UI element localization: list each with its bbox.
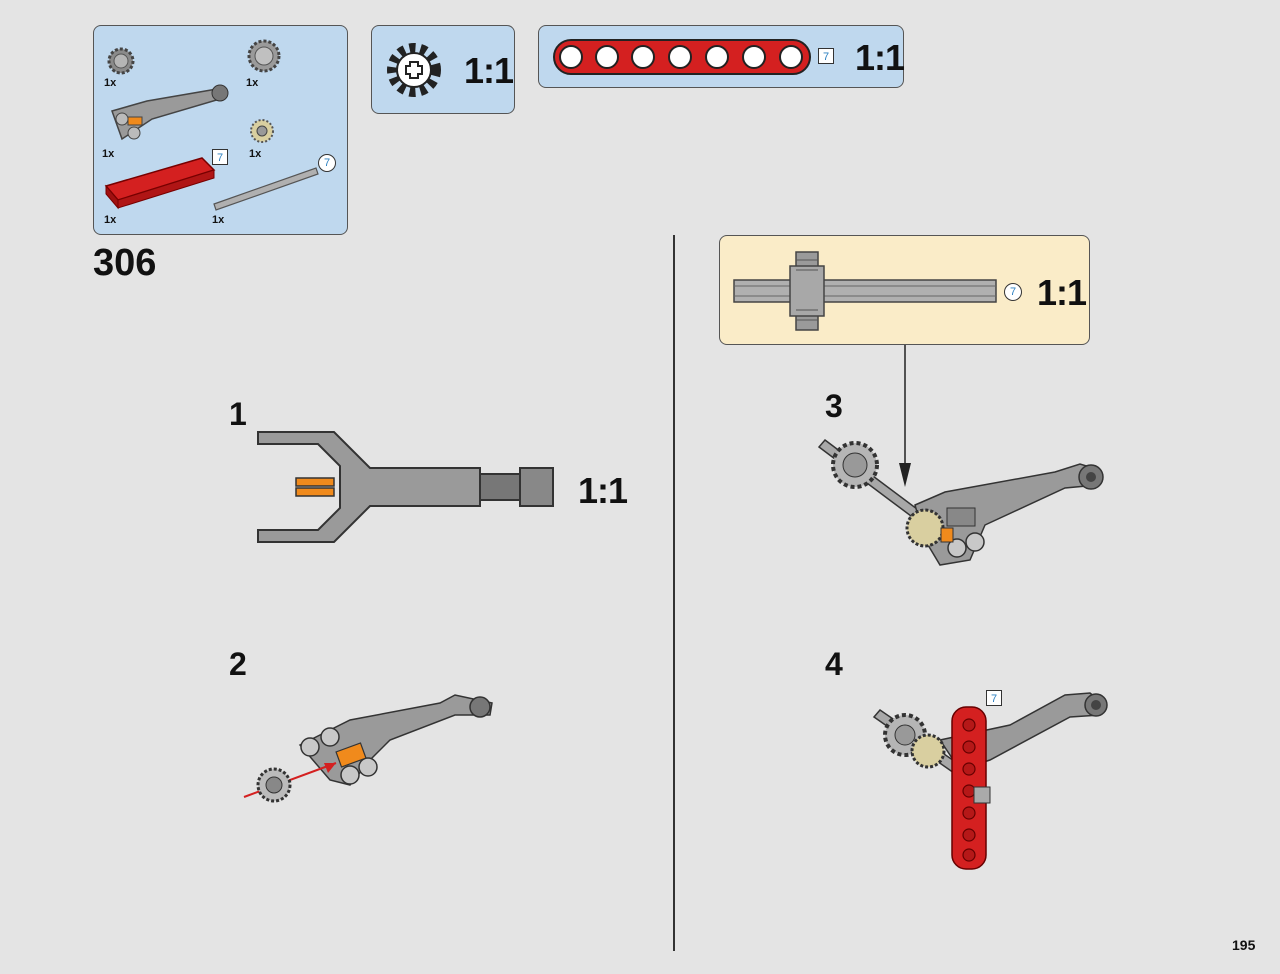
- beam-scale-badge: 7: [818, 48, 834, 64]
- beam-scale-label: 1:1: [855, 37, 905, 78]
- insert-arrow: [899, 345, 911, 487]
- gear-12-tooth-icon: [107, 47, 135, 75]
- step-2-assembly-illustration: [243, 694, 493, 803]
- step-4-beam-badge: 7: [986, 690, 1002, 706]
- step-3-assembly-illustration: [817, 438, 1104, 566]
- step-1-wishbone-illustration: [257, 431, 554, 543]
- step-4-assembly-illustration: [872, 692, 1108, 870]
- axle-scale-label: 1:1: [1037, 272, 1087, 313]
- gear-scale-callout: 1:1: [371, 25, 515, 114]
- page-number: 195: [1232, 937, 1256, 953]
- axle-icon: [213, 167, 319, 211]
- qty-beam: 1x: [104, 214, 117, 226]
- step-3-number: 3: [825, 388, 843, 424]
- qty-gear-16: 1x: [246, 77, 259, 89]
- step-1-scale-label: 1:1: [578, 470, 628, 511]
- step-4-number: 4: [825, 646, 843, 682]
- gear-16-tooth-icon: [247, 39, 281, 73]
- wishbone-arm-icon: [111, 84, 229, 141]
- page-divider: [673, 235, 675, 951]
- red-beam-scale-icon: [553, 39, 811, 75]
- red-beam-icon: [104, 157, 216, 210]
- axle-scale-callout: 7 1:1: [719, 235, 1090, 345]
- bevel-gear-icon: [250, 119, 274, 143]
- step-2-number: 2: [229, 646, 247, 682]
- qty-bevel-gear: 1x: [249, 148, 262, 160]
- qty-axle: 1x: [212, 214, 225, 226]
- step-1-number: 1: [229, 396, 247, 432]
- qty-gear-12: 1x: [104, 77, 117, 89]
- gear-icon: [387, 43, 441, 97]
- qty-wishbone: 1x: [102, 148, 115, 160]
- axle-with-gear-icon: [733, 251, 997, 331]
- parts-list-panel: 1x 1x 1x 1x 7 1x 7 1x: [93, 25, 348, 235]
- axle-scale-badge: 7: [1004, 283, 1022, 301]
- axle-length-badge: 7: [318, 154, 336, 172]
- gear-scale-label: 1:1: [464, 50, 514, 91]
- beam-scale-callout: 7 1:1: [538, 25, 905, 88]
- main-step-number: 306: [93, 242, 157, 284]
- beam-length-badge: 7: [212, 149, 228, 165]
